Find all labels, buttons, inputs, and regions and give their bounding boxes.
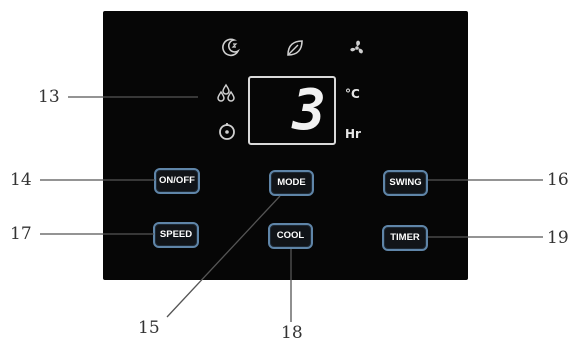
timer-icon <box>216 120 238 142</box>
callout-17: 17 <box>10 224 32 244</box>
callout-19: 19 <box>547 228 569 248</box>
cool-button[interactable]: COOL <box>268 223 313 249</box>
onoff-button[interactable]: ON/OFF <box>154 168 200 194</box>
timer-button[interactable]: TIMER <box>382 225 428 251</box>
callout-14: 14 <box>10 170 32 190</box>
callout-16: 16 <box>547 170 569 190</box>
dehumidify-icon <box>215 82 237 104</box>
leader-line-15 <box>166 195 281 318</box>
speed-button[interactable]: SPEED <box>153 222 199 248</box>
callout-15: 15 <box>138 318 160 338</box>
digit-display-frame <box>248 76 336 145</box>
sleep-icon <box>220 36 242 58</box>
celsius-unit-label: °C <box>345 87 360 101</box>
callout-18: 18 <box>281 323 303 343</box>
mode-button[interactable]: MODE <box>269 170 314 196</box>
eco-leaf-icon <box>284 37 306 59</box>
swing-button[interactable]: SWING <box>383 170 428 196</box>
digit-readout: 3 <box>292 78 326 143</box>
fan-icon <box>346 37 368 59</box>
callout-13: 13 <box>38 87 60 107</box>
hours-unit-label: Hr <box>345 127 361 141</box>
